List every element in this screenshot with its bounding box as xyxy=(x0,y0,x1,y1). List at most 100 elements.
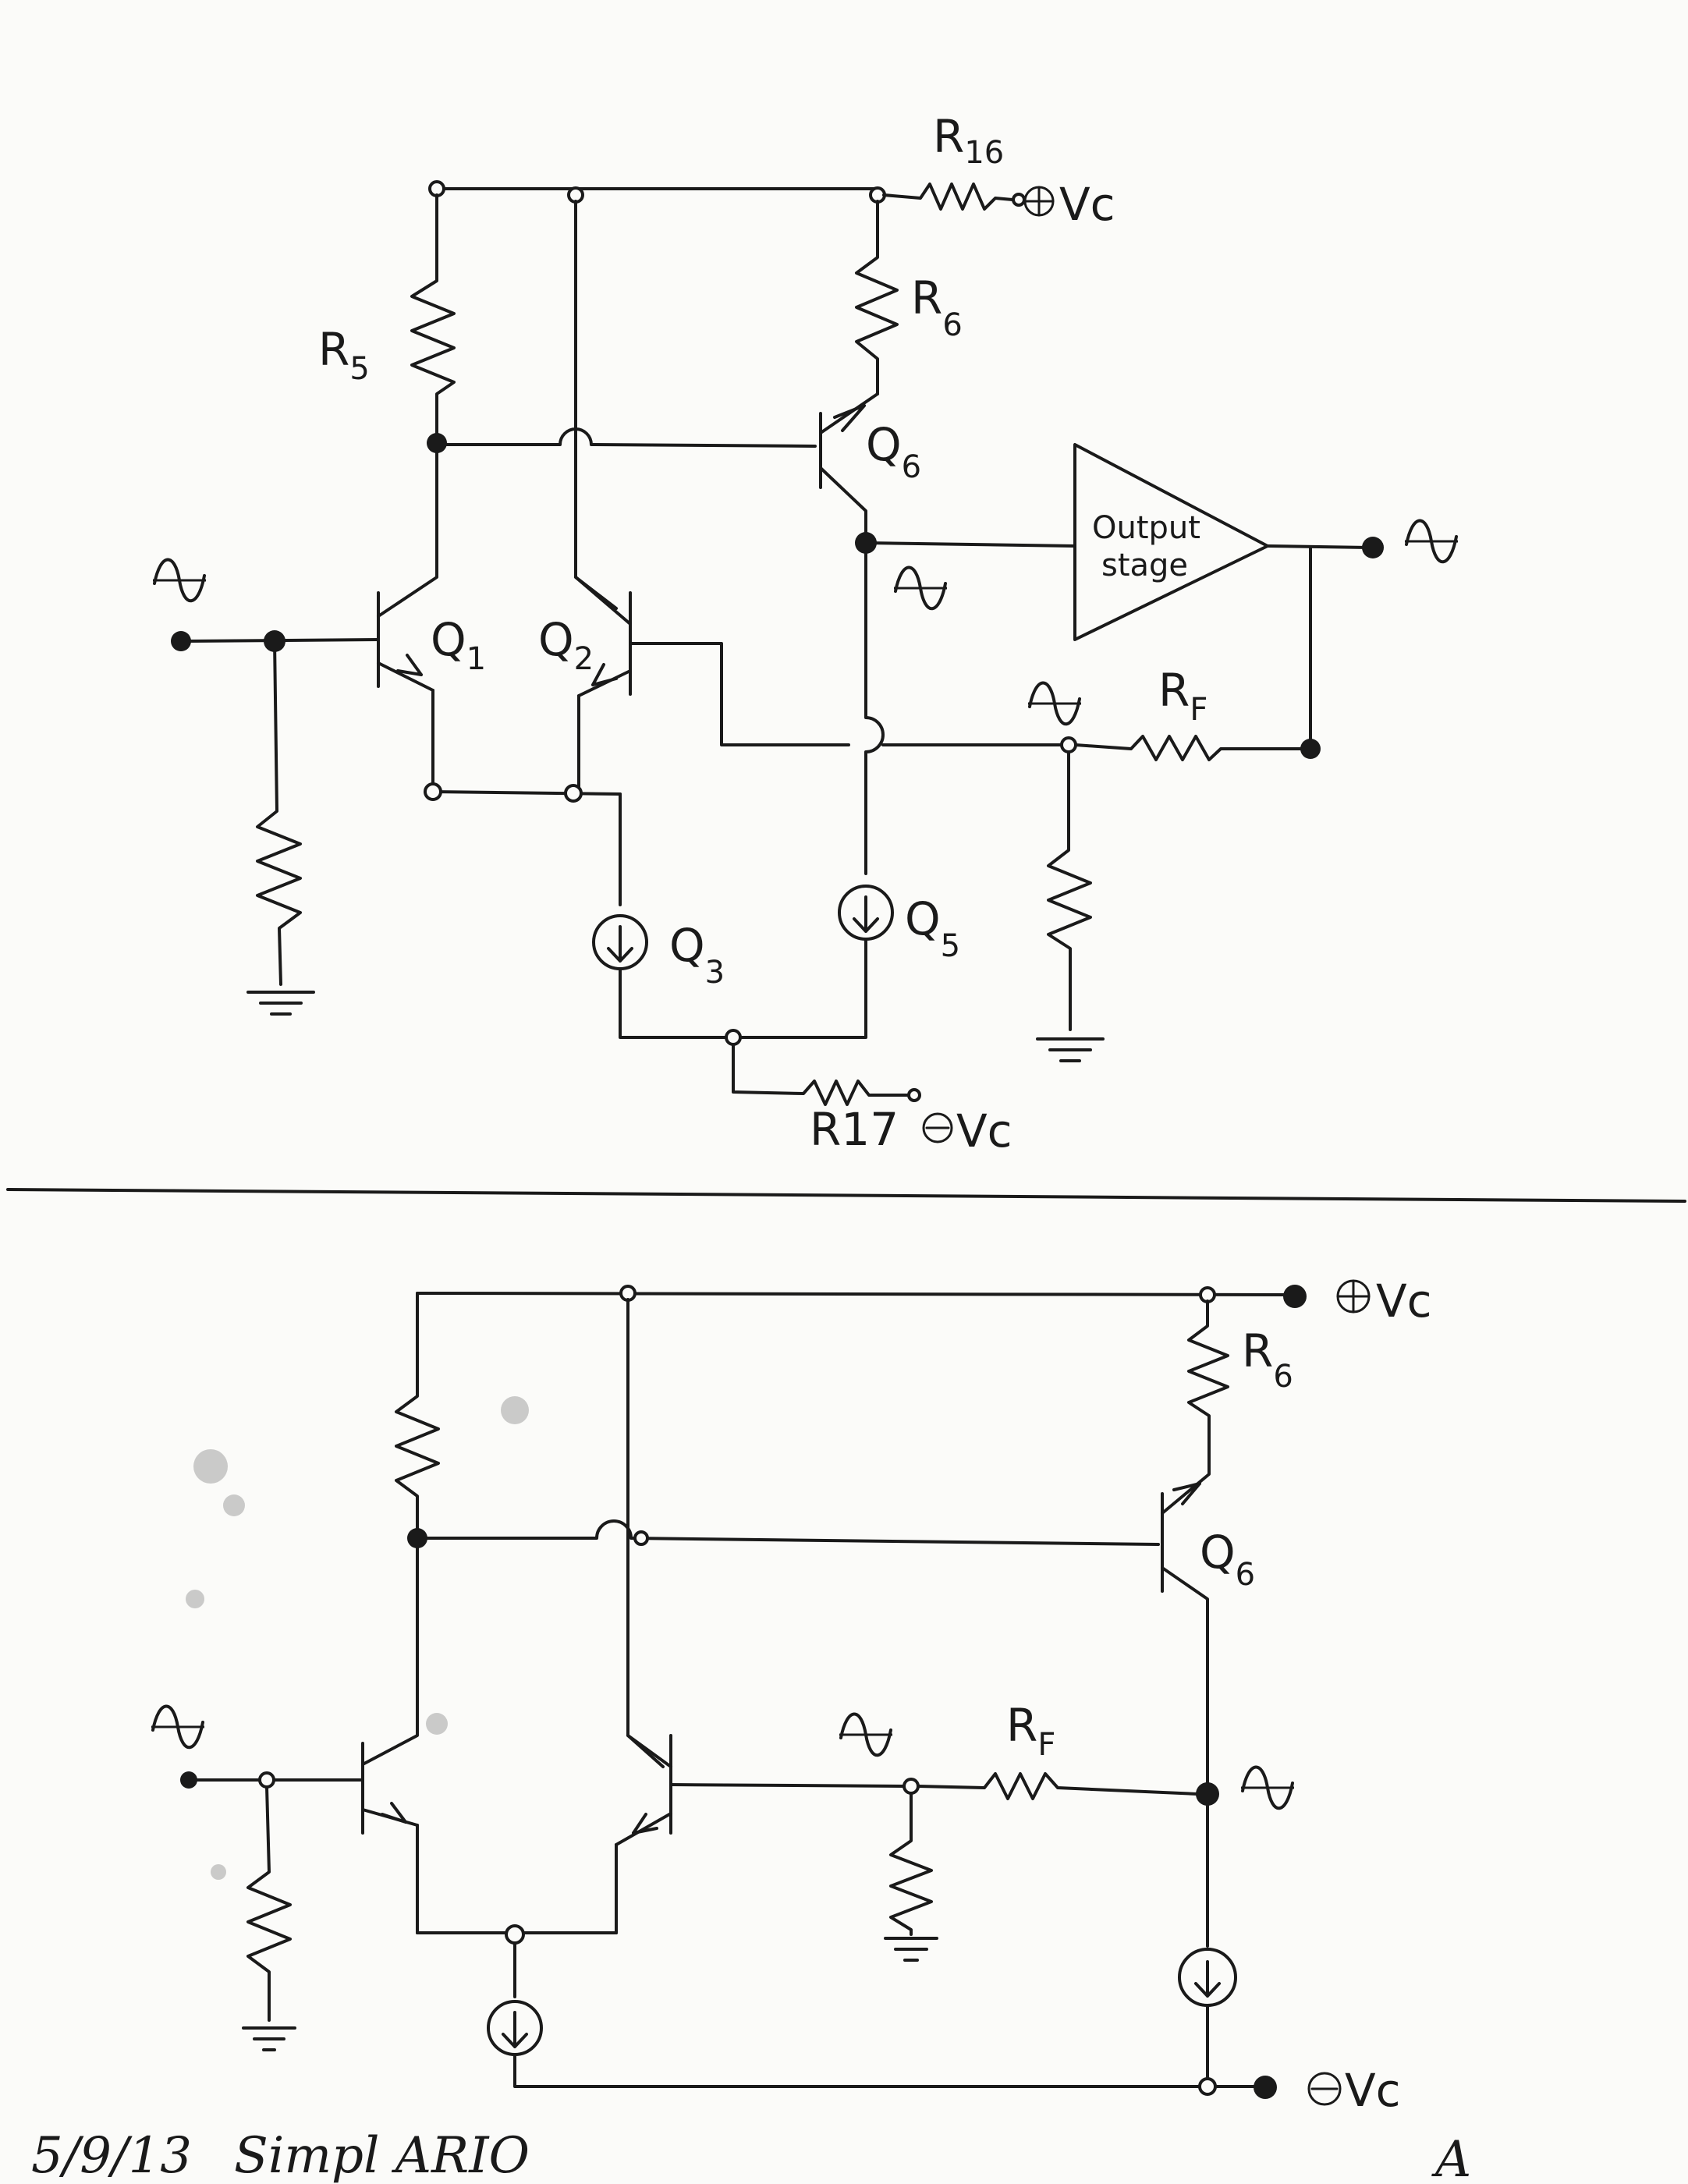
arrow-down-icon xyxy=(853,895,879,933)
top-rail xyxy=(416,1292,1287,1296)
q1-transistor xyxy=(361,1537,419,1934)
output-stage-block: Output stage xyxy=(1073,443,1269,641)
vc-neg-terminal xyxy=(907,1088,921,1102)
arrow-down-icon xyxy=(607,925,633,963)
r5-label: R5 xyxy=(318,323,370,387)
emitter-arrow-icon xyxy=(632,1813,658,1835)
vc-neg-label: Vc xyxy=(956,1104,1012,1158)
node xyxy=(725,1029,742,1046)
ground-icon xyxy=(884,1937,938,1962)
emitter-arrow-icon xyxy=(396,654,423,676)
input-resistor xyxy=(246,1785,292,2022)
q5-return-wire xyxy=(732,938,867,1039)
feedback-signal-icon xyxy=(838,1712,894,1757)
input-resistor xyxy=(256,640,302,986)
emitter-arrow-icon xyxy=(833,404,866,432)
node xyxy=(505,1924,525,1945)
q6-transistor xyxy=(819,392,879,534)
q1-transistor xyxy=(377,441,438,791)
rf-label: RF xyxy=(1006,1699,1055,1763)
r5-resistor xyxy=(410,193,456,438)
q2-transistor xyxy=(615,1734,906,1934)
r6-label: R6 xyxy=(1242,1324,1293,1395)
wire-to-output-stage xyxy=(864,541,1076,548)
output-wire xyxy=(1266,544,1371,549)
node xyxy=(903,1778,920,1795)
r17-label: R17 xyxy=(810,1103,899,1156)
node xyxy=(1060,736,1077,753)
ground-icon xyxy=(246,991,315,1016)
node xyxy=(1300,739,1321,759)
q6-label: Q6 xyxy=(866,418,921,485)
negative-rail xyxy=(513,2053,1257,2088)
footer-initials: A xyxy=(1431,2131,1471,2184)
q3-return-wire xyxy=(619,967,735,1039)
q2-transistor xyxy=(574,576,850,791)
vc-pos-terminal xyxy=(1012,193,1026,207)
arrow-down-icon xyxy=(1194,1960,1221,1998)
q6-base-wire xyxy=(416,1519,1160,1546)
output-signal-icon xyxy=(1239,1765,1296,1810)
vc-neg-terminal xyxy=(1254,2076,1277,2099)
collector-signal-icon xyxy=(892,566,949,611)
emitter-bus xyxy=(431,790,622,796)
r6-label: R6 xyxy=(911,271,963,343)
q6-transistor xyxy=(1161,1457,1211,1788)
bottom-circuit: Vc R6 Q6 xyxy=(150,1275,1432,2117)
plus-sign-icon xyxy=(1023,186,1055,217)
r17-resistor xyxy=(732,1043,910,1106)
q6-base-wire xyxy=(435,427,817,448)
emitter-arrow-icon xyxy=(381,1802,407,1824)
r6-resistor xyxy=(855,200,899,395)
input-signal-icon xyxy=(150,1704,206,1750)
vc-pos-terminal xyxy=(1283,1285,1307,1308)
output-signal-icon xyxy=(1403,519,1459,564)
node xyxy=(424,782,442,801)
footer: 5/9/13 Simpl ARIO A xyxy=(31,2127,1471,2184)
vc-neg-label: Vc xyxy=(1345,2064,1401,2117)
output-stage-label: stage xyxy=(1101,548,1188,583)
rf-resistor xyxy=(917,1772,1199,1800)
q1-label: Q1 xyxy=(431,613,486,677)
r6-resistor xyxy=(1187,1299,1229,1460)
minus-sign-icon xyxy=(922,1112,953,1143)
r16-resistor xyxy=(882,183,1014,211)
node xyxy=(1198,2077,1217,2096)
emitter-arrow-icon xyxy=(591,663,618,686)
q5-label: Q5 xyxy=(905,892,960,964)
input-signal-icon xyxy=(151,558,207,603)
footer-note: Simpl ARIO xyxy=(234,2127,530,2184)
feedback-shunt-resistor xyxy=(1047,750,1092,1031)
top-circuit: R16 Vc R5 R6 Q6 Output stage xyxy=(151,110,1459,1158)
rf-resistor xyxy=(1074,735,1303,761)
emitter-arrow-icon xyxy=(1172,1482,1201,1505)
left-collector-resistor xyxy=(395,1292,440,1530)
plus-sign-icon xyxy=(1336,1279,1371,1314)
q6-label: Q6 xyxy=(1200,1526,1255,1593)
ground-icon xyxy=(1036,1037,1105,1062)
divider-line xyxy=(6,1188,1686,1203)
r16-label: R16 xyxy=(933,110,1004,171)
ground-icon xyxy=(242,2026,296,2051)
rf-label: RF xyxy=(1158,664,1207,728)
scan-noise xyxy=(186,1396,529,1880)
feedback-signal-icon xyxy=(1027,681,1083,726)
node xyxy=(258,1771,275,1789)
q5-supply-wire xyxy=(864,549,885,875)
feedback-shunt-resistor xyxy=(889,1792,933,1936)
output-stage-label: Output xyxy=(1092,510,1200,546)
output-terminal xyxy=(1362,537,1384,558)
minus-sign-icon xyxy=(1307,2072,1342,2106)
vc-pos-label: Vc xyxy=(1376,1275,1432,1328)
q2-collector-wire xyxy=(574,200,618,610)
output-node xyxy=(1196,1782,1219,1806)
q3-label: Q3 xyxy=(669,919,725,991)
arrow-down-icon xyxy=(502,2011,528,2048)
node xyxy=(564,784,583,803)
node xyxy=(633,1530,649,1546)
vc-pos-label: Vc xyxy=(1059,178,1115,231)
q2-label: Q2 xyxy=(538,613,594,677)
footer-date: 5/9/13 xyxy=(31,2127,192,2184)
